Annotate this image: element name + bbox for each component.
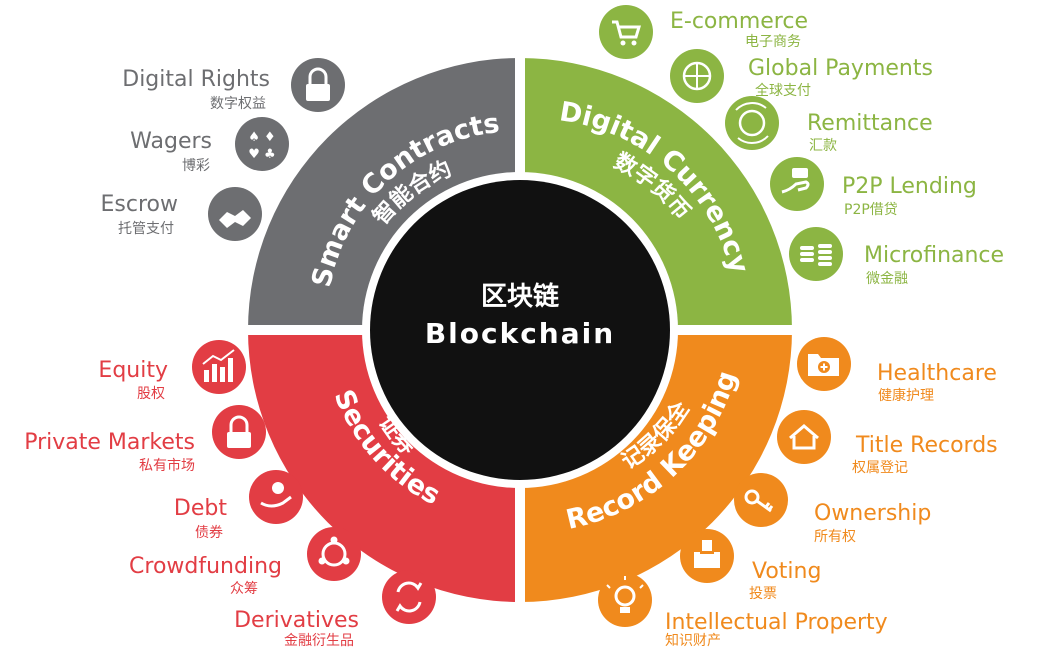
item-label-cn: 投票 <box>749 586 777 602</box>
item-label-en: Intellectual Property <box>665 610 888 635</box>
bar-chart-icon <box>192 340 246 394</box>
item-wagers: ♠ ♦ ♥ ♣ Wagers 博彩 <box>130 117 289 174</box>
globe-transfer-icon <box>725 96 779 150</box>
item-label-cn: 汇款 <box>809 138 837 154</box>
item-microfinance: Microfinance 微金融 <box>789 227 1004 287</box>
item-label-cn: 托管支付 <box>118 221 174 237</box>
svg-text:♠ ♦: ♠ ♦ <box>248 130 275 145</box>
item-healthcare: Healthcare 健康护理 <box>797 337 997 404</box>
handshake-icon <box>208 187 262 241</box>
item-label-en: E-commerce <box>670 9 808 34</box>
item-voting: Voting 投票 <box>680 529 821 602</box>
item-title-records: Title Records 权属登记 <box>777 410 998 476</box>
card-suits-icon <box>235 117 289 171</box>
item-label-en: Ownership <box>814 501 931 526</box>
segment-digital-currency <box>520 58 792 330</box>
item-digital-rights: Digital Rights 数字权益 <box>122 58 345 112</box>
item-label-en: Derivatives <box>234 608 359 633</box>
item-e-commerce: E-commerce 电子商务 <box>599 5 808 59</box>
item-label-cn: 债券 <box>195 525 223 541</box>
segment-smart-contracts <box>248 58 520 330</box>
item-label-en: Title Records <box>855 433 998 458</box>
item-derivatives: Derivatives 金融衍生品 <box>234 570 436 649</box>
key-icon <box>734 473 788 527</box>
item-label-cn: 私有市场 <box>139 457 195 474</box>
item-label-en: Healthcare <box>877 361 997 386</box>
item-label-cn: 知识财产 <box>665 632 721 649</box>
item-label-en: Escrow <box>101 192 178 217</box>
item-label-en: Voting <box>752 559 821 584</box>
item-equity: Equity 股权 <box>98 340 246 402</box>
center-disc <box>370 180 670 480</box>
item-intellectual-property: Intellectual Property 知识财产 <box>598 573 888 649</box>
shopping-cart-icon <box>599 5 653 59</box>
item-label-en: Wagers <box>130 129 212 154</box>
item-label-cn: 电子商务 <box>745 34 801 50</box>
item-ownership: Ownership 所有权 <box>734 473 931 545</box>
item-label-en: Crowdfunding <box>129 554 282 579</box>
item-label-cn: P2P借贷 <box>844 202 898 218</box>
item-label-en: Debt <box>174 496 227 521</box>
item-label-en: Private Markets <box>24 430 195 455</box>
item-label-en: Digital Rights <box>122 67 270 92</box>
item-label-en: Global Payments <box>748 56 933 81</box>
item-label-cn: 博彩 <box>182 157 210 174</box>
item-label-cn: 股权 <box>137 386 165 402</box>
item-crowdfunding: Crowdfunding 众筹 <box>129 527 361 597</box>
item-label-en: Equity <box>98 358 168 383</box>
item-label-cn: 微金融 <box>866 271 908 287</box>
item-private-markets: Private Markets 私有市场 <box>24 405 266 474</box>
house-icon <box>777 410 831 464</box>
item-p2p-lending: P2P Lending P2P借贷 <box>770 157 977 218</box>
item-label-en: P2P Lending <box>842 174 977 199</box>
item-label-cn: 权属登记 <box>852 460 908 476</box>
item-label-en: Microfinance <box>864 243 1004 268</box>
lightbulb-icon <box>598 573 652 627</box>
segment-securities <box>248 330 520 602</box>
item-escrow: Escrow 托管支付 <box>101 187 262 241</box>
svg-text:♥ ♣: ♥ ♣ <box>248 147 275 162</box>
hand-coin-icon <box>249 470 303 524</box>
segment-record-keeping <box>520 330 792 602</box>
item-label-cn: 金融衍生品 <box>284 633 354 649</box>
item-label-cn: 所有权 <box>814 529 856 545</box>
item-label-cn: 健康护理 <box>878 387 934 404</box>
people-circle-icon <box>307 527 361 581</box>
item-debt: Debt 债券 <box>174 470 303 541</box>
item-label-cn: 数字权益 <box>210 96 266 112</box>
item-global-payments: Global Payments 全球支付 <box>670 49 933 103</box>
coins-icon <box>789 227 843 281</box>
item-remittance: Remittance 汇款 <box>725 96 933 154</box>
item-label-cn: 全球支付 <box>755 82 811 99</box>
item-label-en: Remittance <box>807 111 933 136</box>
exchange-arrows-icon <box>382 570 436 624</box>
item-label-cn: 众筹 <box>230 580 258 597</box>
center-title-cn: 区块链 <box>481 281 559 312</box>
center-title-en: Blockchain <box>425 317 615 350</box>
